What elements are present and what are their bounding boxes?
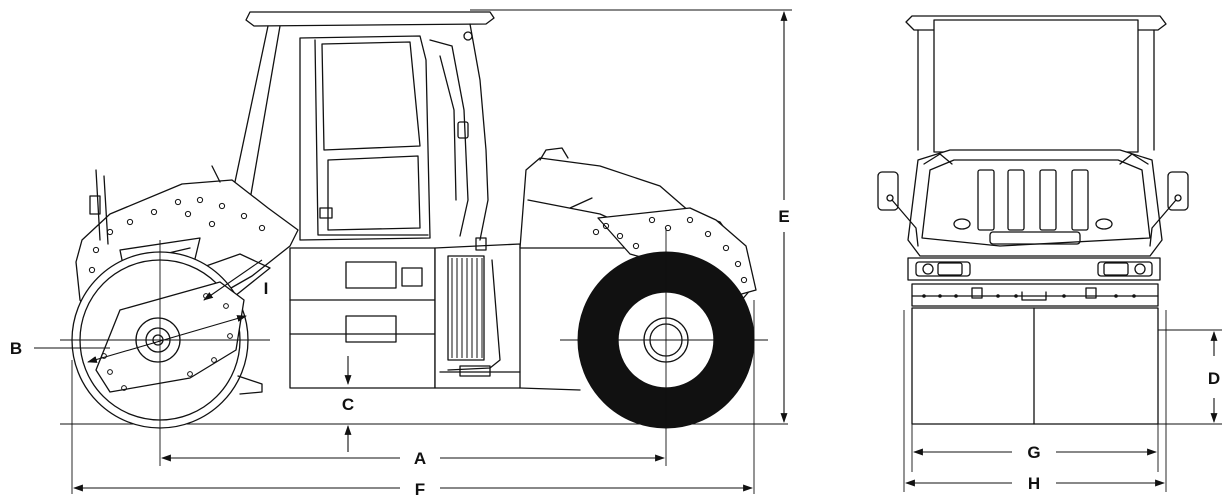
side-view [34,9,792,494]
dimension-label-i: I [264,279,269,298]
dimension-label-d: D [1208,369,1220,388]
front-view [877,15,1222,492]
cab [231,11,495,241]
dimension-label-c: C [342,395,354,414]
right-mirror-icon [1167,171,1189,211]
dimension-label-h: H [1028,474,1040,493]
dimension-label-b: B [10,339,22,358]
center-body [289,237,521,389]
dimension-label-g: G [1027,443,1040,462]
dimension-label-a: A [414,449,426,468]
dimension-label-e: E [778,207,789,226]
dimension-label-f: F [415,480,425,499]
